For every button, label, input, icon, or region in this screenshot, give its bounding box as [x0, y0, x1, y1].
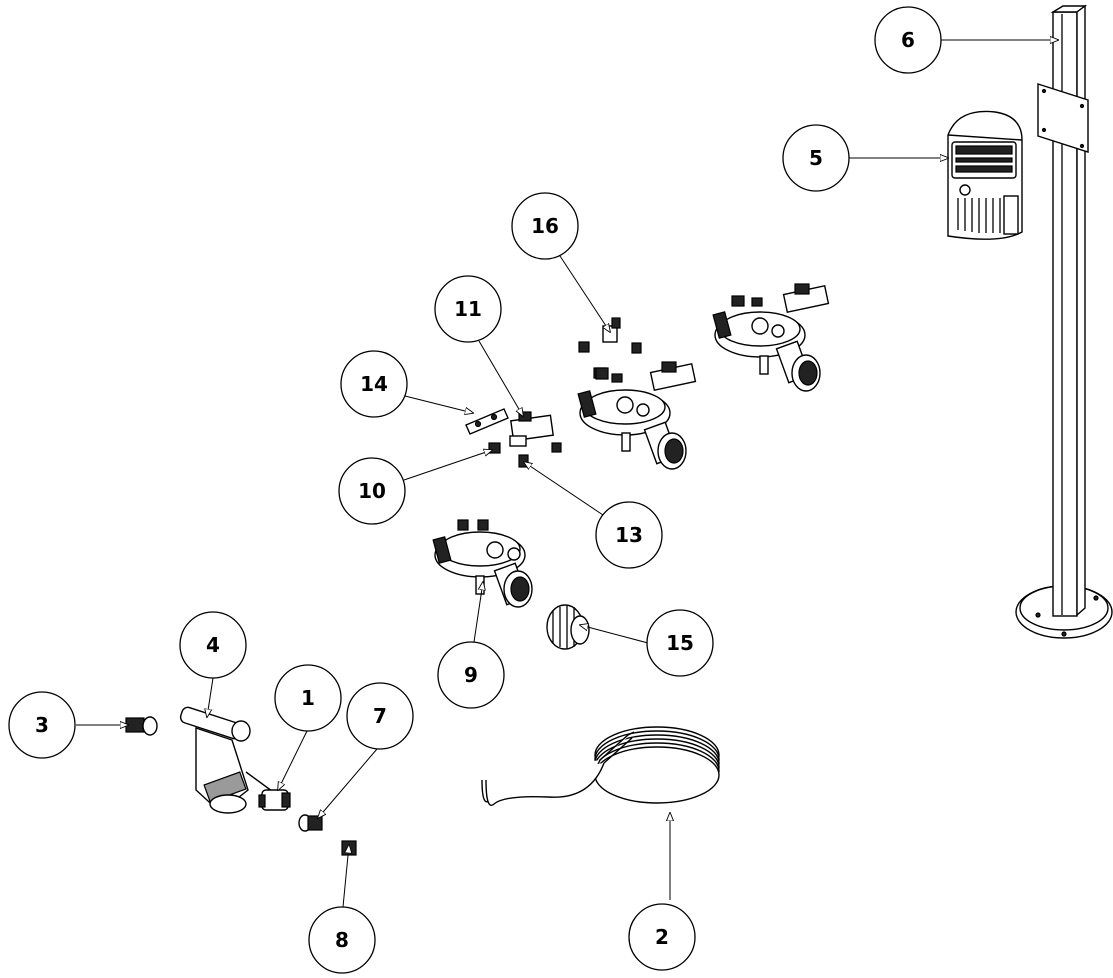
balloon-11: 11: [434, 275, 502, 343]
balloon-16: 16: [511, 192, 579, 260]
leader-11: [478, 340, 523, 416]
balloon-7-label: 7: [373, 704, 387, 728]
bracket-part: [465, 408, 509, 435]
balloon-10-label: 10: [358, 479, 386, 503]
leader-9: [473, 582, 483, 643]
valve-assembly-middle: [577, 361, 697, 470]
balloon-5-label: 5: [809, 146, 823, 170]
balloon-16-label: 16: [531, 214, 559, 238]
balloon-13: 13: [595, 501, 663, 569]
balloon-8: 8: [308, 906, 376, 974]
tubing-coil-part: [481, 726, 720, 806]
leader-1: [278, 730, 308, 790]
balloon-9: 9: [437, 641, 505, 709]
balloon-15-label: 15: [666, 631, 694, 655]
balloon-10: 10: [338, 457, 406, 525]
balloon-6-label: 6: [901, 28, 915, 52]
fitting-part-13: [518, 454, 529, 468]
balloon-7: 7: [346, 682, 414, 750]
balloon-1-label: 1: [301, 686, 315, 710]
balloon-2: 2: [628, 903, 696, 971]
fitting-part-3: [125, 716, 158, 736]
valve-part: [432, 519, 533, 608]
balloon-8-label: 8: [335, 928, 349, 952]
controller-box-part: [947, 110, 1023, 240]
mounting-post-part: [1015, 4, 1113, 639]
leader-13: [524, 462, 604, 516]
balloon-14: 14: [340, 350, 408, 418]
adapter-part: [546, 604, 590, 650]
balloon-2-label: 2: [655, 925, 669, 949]
balloon-3-label: 3: [35, 713, 49, 737]
nipple-part: [298, 814, 323, 832]
filter-part: [179, 706, 251, 814]
balloon-5: 5: [782, 124, 850, 192]
balloon-15: 15: [646, 609, 714, 677]
balloon-3: 3: [8, 691, 76, 759]
leader-10: [403, 450, 492, 481]
fitting-part-extra: [551, 442, 562, 453]
fitting-part-10: [488, 442, 501, 454]
leader-15: [580, 625, 649, 644]
leader-7: [318, 748, 378, 818]
balloon-14-label: 14: [360, 372, 388, 396]
balloon-9-label: 9: [464, 663, 478, 687]
ball-valve-part: [245, 771, 291, 811]
balloon-13-label: 13: [615, 523, 643, 547]
balloon-1: 1: [274, 664, 342, 732]
leader-16: [559, 255, 610, 332]
balloon-6: 6: [874, 6, 942, 74]
balloon-11-label: 11: [454, 297, 482, 321]
fittings-part-16: [578, 317, 642, 380]
solenoid-part: [509, 411, 554, 447]
valve-assembly-upper-right: [712, 283, 830, 392]
balloon-4-label: 4: [206, 633, 220, 657]
balloon-4: 4: [179, 611, 247, 679]
leader-4: [207, 677, 214, 717]
leader-8: [342, 845, 349, 908]
leader-14: [404, 395, 473, 413]
